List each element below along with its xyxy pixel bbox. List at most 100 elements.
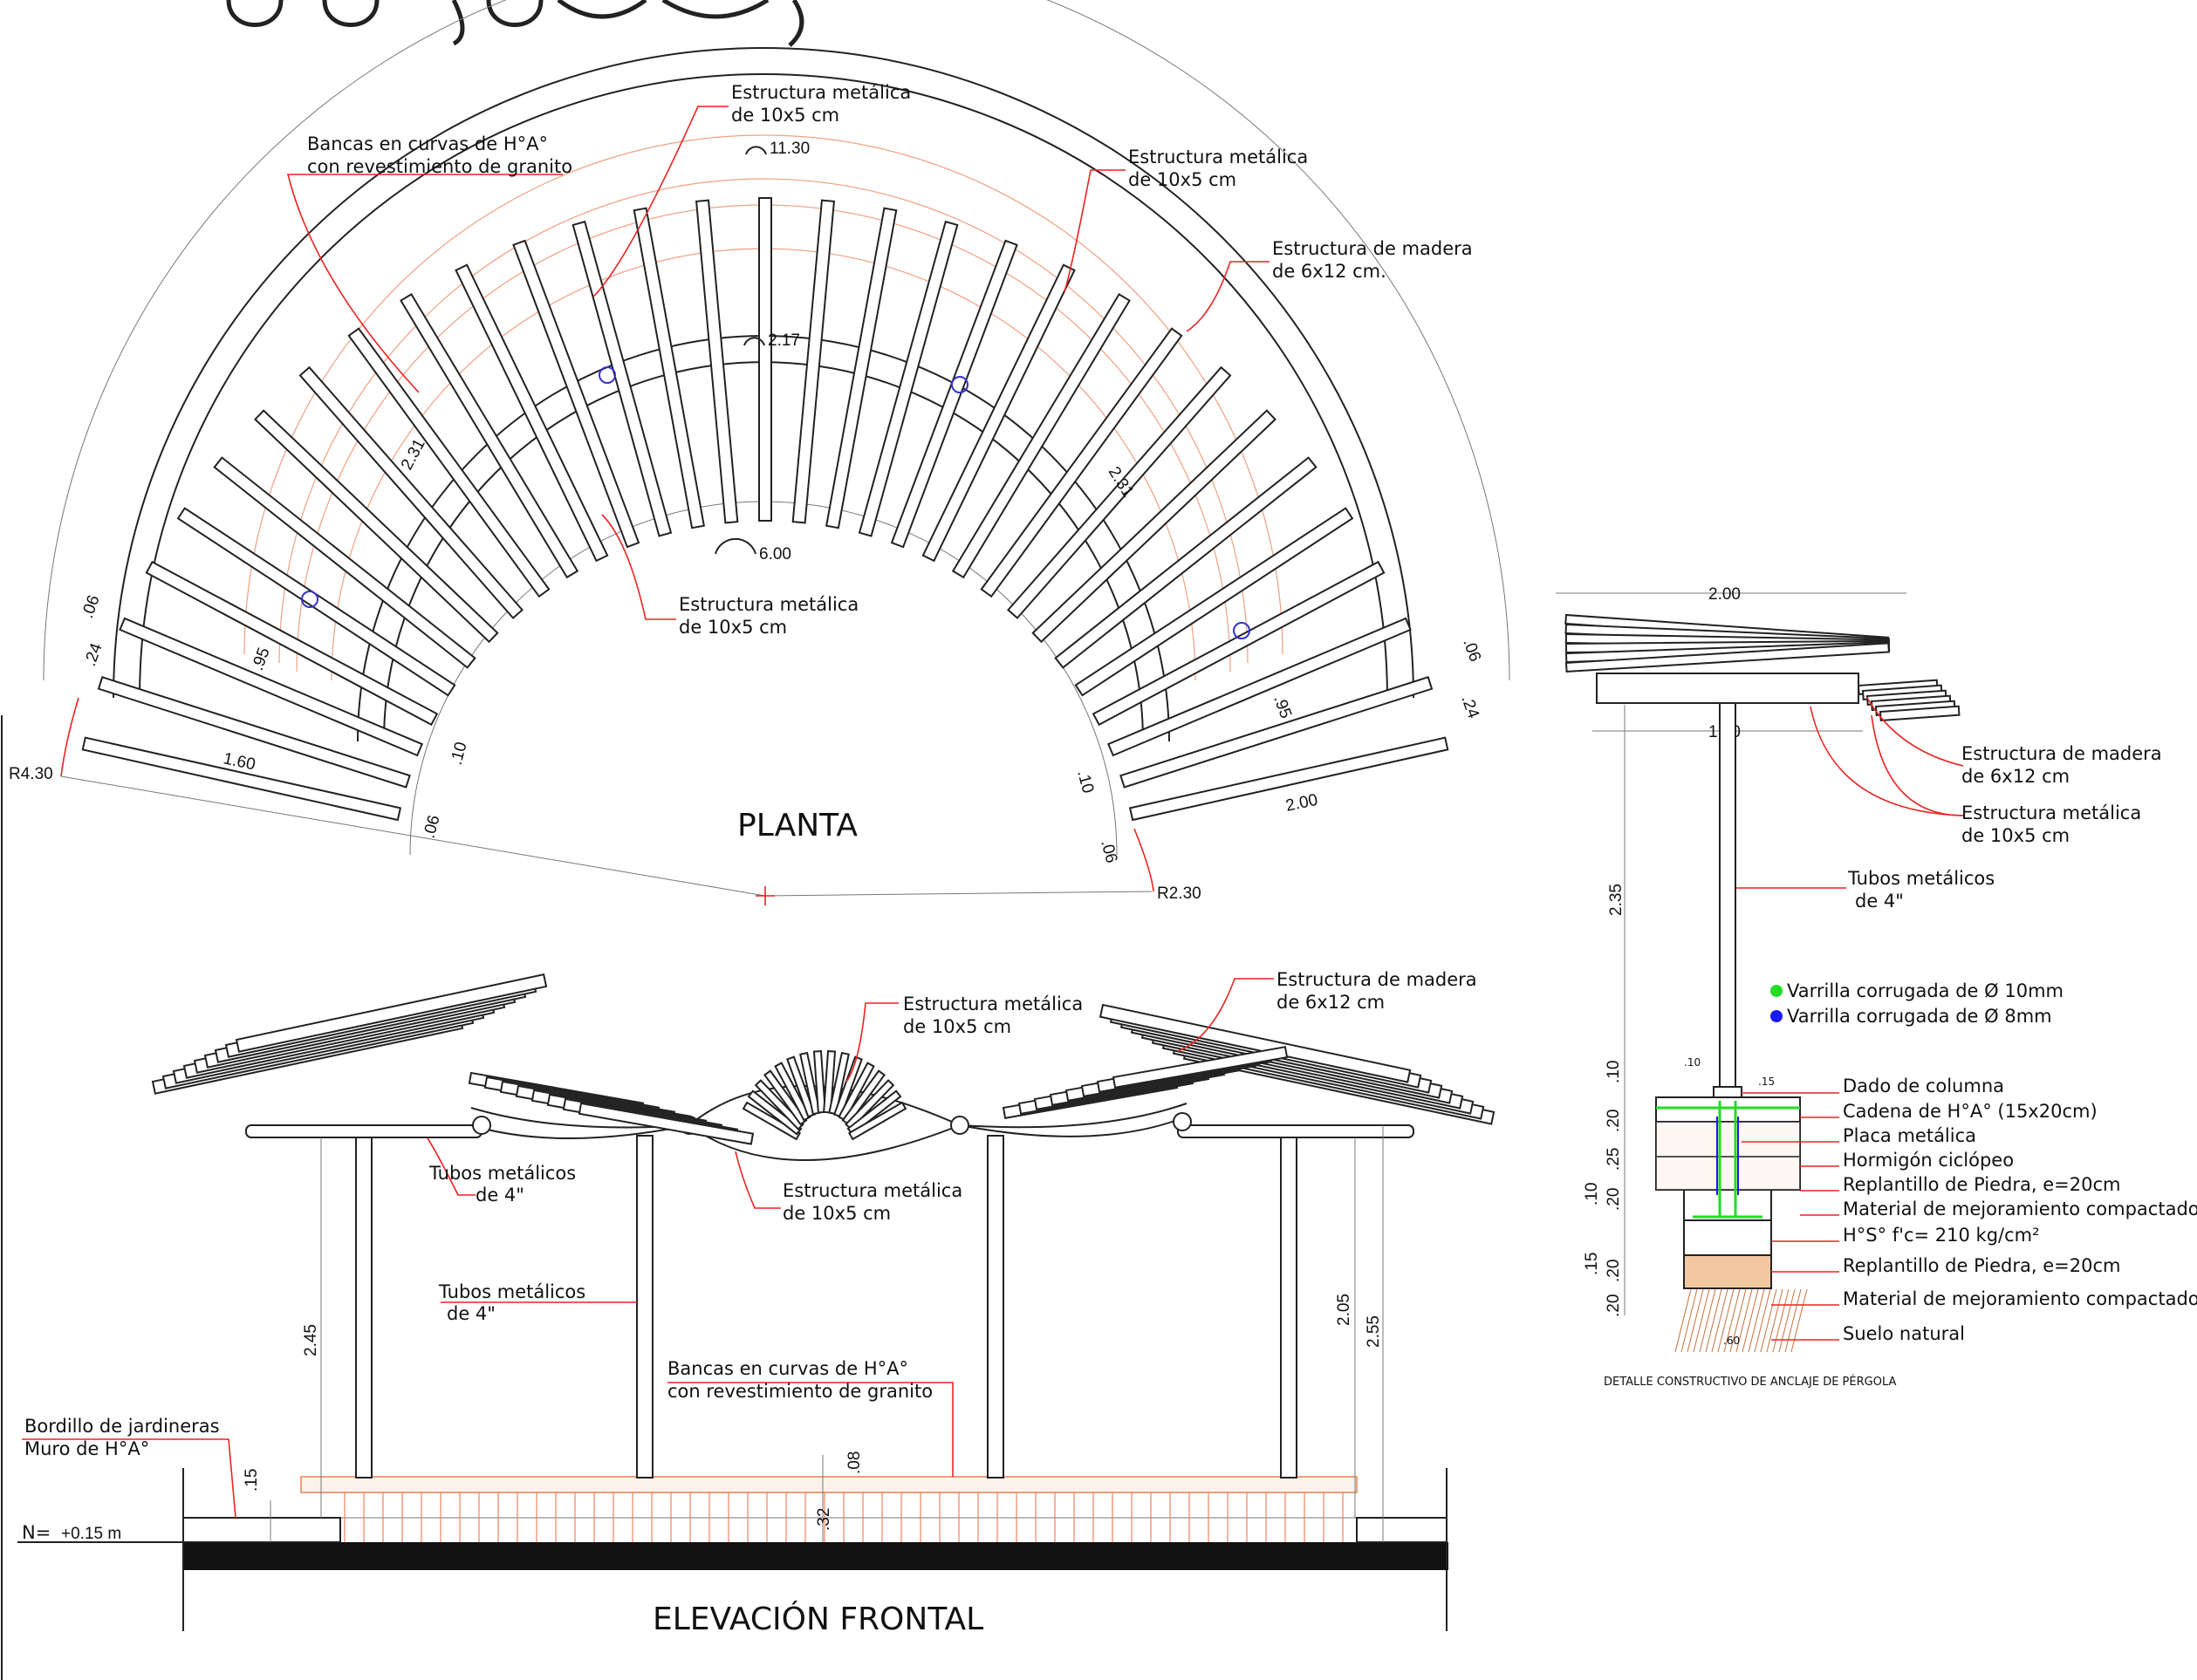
- column-marker: [1233, 622, 1250, 639]
- column: [1280, 1135, 1297, 1479]
- soil-hatch-line: [1748, 1288, 1765, 1353]
- cyclopean-concrete: [1655, 1121, 1801, 1158]
- soil-hatch-line: [1717, 1288, 1735, 1353]
- label-elev-bancas-2: con revestimiento de granito: [667, 1381, 933, 1402]
- dim-elev-15: .15: [243, 1469, 261, 1492]
- soil-hatch-line: [1766, 1288, 1783, 1353]
- soil-hatch-line: [1742, 1288, 1759, 1353]
- side-dim: .20: [1605, 1188, 1623, 1211]
- leader-radius-outer: [60, 697, 79, 777]
- roof-slat: [1107, 617, 1412, 757]
- detail-roof-slats: [1564, 613, 1961, 722]
- roof-slat: [1007, 365, 1232, 619]
- radius-line-right: [764, 891, 1153, 897]
- detail-label-metal: Estructura metálica: [1961, 802, 2141, 823]
- side-dim: .20: [1605, 1294, 1623, 1317]
- detail-beam: [1596, 673, 1859, 704]
- dim-right-95: .95: [1270, 693, 1295, 721]
- soil-hatch-line: [1699, 1288, 1716, 1353]
- detail-dim-200: 2.00: [1708, 585, 1741, 604]
- small-dim-b: .15: [1758, 1076, 1775, 1088]
- label-elev-tubes-lower: Tubos metálicos: [438, 1281, 585, 1302]
- layer-label: Dado de columna: [1843, 1076, 2004, 1096]
- anchor-detail-view: 2.00 1.60 2.35 Estructura de madera de 6: [1556, 585, 2197, 1389]
- leader-elev-bancas: [667, 1382, 954, 1477]
- layer-label: Suelo natural: [1843, 1323, 1965, 1344]
- side-dim: .10: [1583, 1183, 1601, 1205]
- leader-metal-right: [1064, 169, 1126, 293]
- label-bordillo: Bordillo de jardineras: [24, 1416, 220, 1437]
- dim-elev-255: 2.55: [1365, 1315, 1383, 1348]
- side-dim: .15: [1583, 1253, 1601, 1275]
- detail-label-wood-2: de 6x12 cm: [1961, 766, 2070, 787]
- leader-bancas: [286, 174, 563, 393]
- label-elev-metal-mid: Estructura metálica: [783, 1180, 962, 1201]
- level-prefix: N=: [22, 1522, 51, 1543]
- roof-slat: [921, 263, 1076, 563]
- label-elev-metal-top: Estructura metálica: [903, 994, 1083, 1014]
- leader-elev-tubes-upper: [427, 1137, 476, 1196]
- column: [987, 1135, 1004, 1479]
- roof-slat: [1119, 676, 1434, 789]
- label-wood-right: Estructura de madera: [1272, 238, 1473, 259]
- roof-slat: [97, 676, 411, 789]
- beam-joint: [472, 1116, 491, 1135]
- label-metal-right-2: de 10x5 cm: [1128, 169, 1236, 190]
- small-dim-a: .10: [1684, 1056, 1701, 1069]
- side-dim: .10: [1605, 1061, 1623, 1083]
- layer-label: Hormigón ciclópeo: [1843, 1150, 2014, 1171]
- label-bancas-2: con revestimiento de granito: [307, 156, 572, 177]
- layer-leaders: [1742, 1092, 1839, 1341]
- leader-metal-top: [592, 106, 729, 297]
- dim-radius-outer: R4.30: [9, 765, 53, 783]
- dim-left-06a: .06: [79, 593, 104, 621]
- label-wood-right-2: de 6x12 cm.: [1272, 261, 1386, 282]
- soil-hatch-line: [1693, 1288, 1710, 1353]
- label-metal-top: Estructura metálica: [731, 82, 911, 103]
- roof-slat: [1031, 409, 1276, 644]
- roof-slat: [742, 1101, 802, 1141]
- roof-slat: [845, 1079, 895, 1130]
- elevation-slats: [151, 973, 1495, 1145]
- dim-arc-inner: 6.00: [759, 545, 791, 563]
- chain-beam: [1655, 1096, 1801, 1123]
- label-elev-tubes-upper-2: de 4": [476, 1185, 524, 1205]
- soil-hatch-line: [1754, 1288, 1771, 1353]
- leader-bordillo: [22, 1438, 236, 1519]
- plan-title: PLANTA: [737, 808, 858, 843]
- layer-label: Cadena de H°A° (15x20cm): [1843, 1101, 2098, 1122]
- label-elev-tubes-lower-2: de 4": [447, 1303, 496, 1324]
- soil-hatch-line: [1729, 1288, 1747, 1353]
- layer-label: Placa metálica: [1843, 1125, 1976, 1146]
- leader-metal-bottom: [601, 514, 676, 620]
- plan-outer-beam-arc-2: [139, 73, 1388, 699]
- roof-slat: [838, 1062, 875, 1122]
- radius-line-left: [60, 775, 766, 897]
- base-plate: [1713, 1086, 1742, 1098]
- dim-right-06a: .06: [1459, 637, 1484, 665]
- roof-slat: [235, 973, 548, 1053]
- soil-hatch-line: [1772, 1288, 1790, 1353]
- stone-layer-2: [1683, 1219, 1772, 1256]
- leader-radius-inner: [1133, 828, 1154, 892]
- dim-left-24: .24: [81, 640, 106, 668]
- roof-slat: [1112, 1046, 1289, 1089]
- roof-slat: [747, 1089, 803, 1136]
- soil-hatch-line: [1790, 1288, 1808, 1353]
- arc-symbol: [745, 146, 767, 155]
- column-marker: [301, 591, 318, 608]
- detail-dim-235: 2.35: [1607, 884, 1626, 916]
- bench-arc-mid1: [278, 178, 1249, 664]
- column: [636, 1135, 654, 1479]
- roof-slat: [799, 1051, 821, 1116]
- dim-left-06b: .06: [421, 813, 444, 840]
- label-metal-bottom-2: de 10x5 cm: [679, 617, 787, 638]
- roof-slat: [951, 293, 1131, 579]
- bench-cladding: [344, 1492, 1344, 1542]
- roof-slat: [119, 617, 423, 757]
- roof-slat: [841, 1069, 886, 1126]
- leader-elev-wood: [1177, 978, 1274, 1052]
- roof-slat: [455, 263, 609, 563]
- improved-soil: [1683, 1254, 1772, 1289]
